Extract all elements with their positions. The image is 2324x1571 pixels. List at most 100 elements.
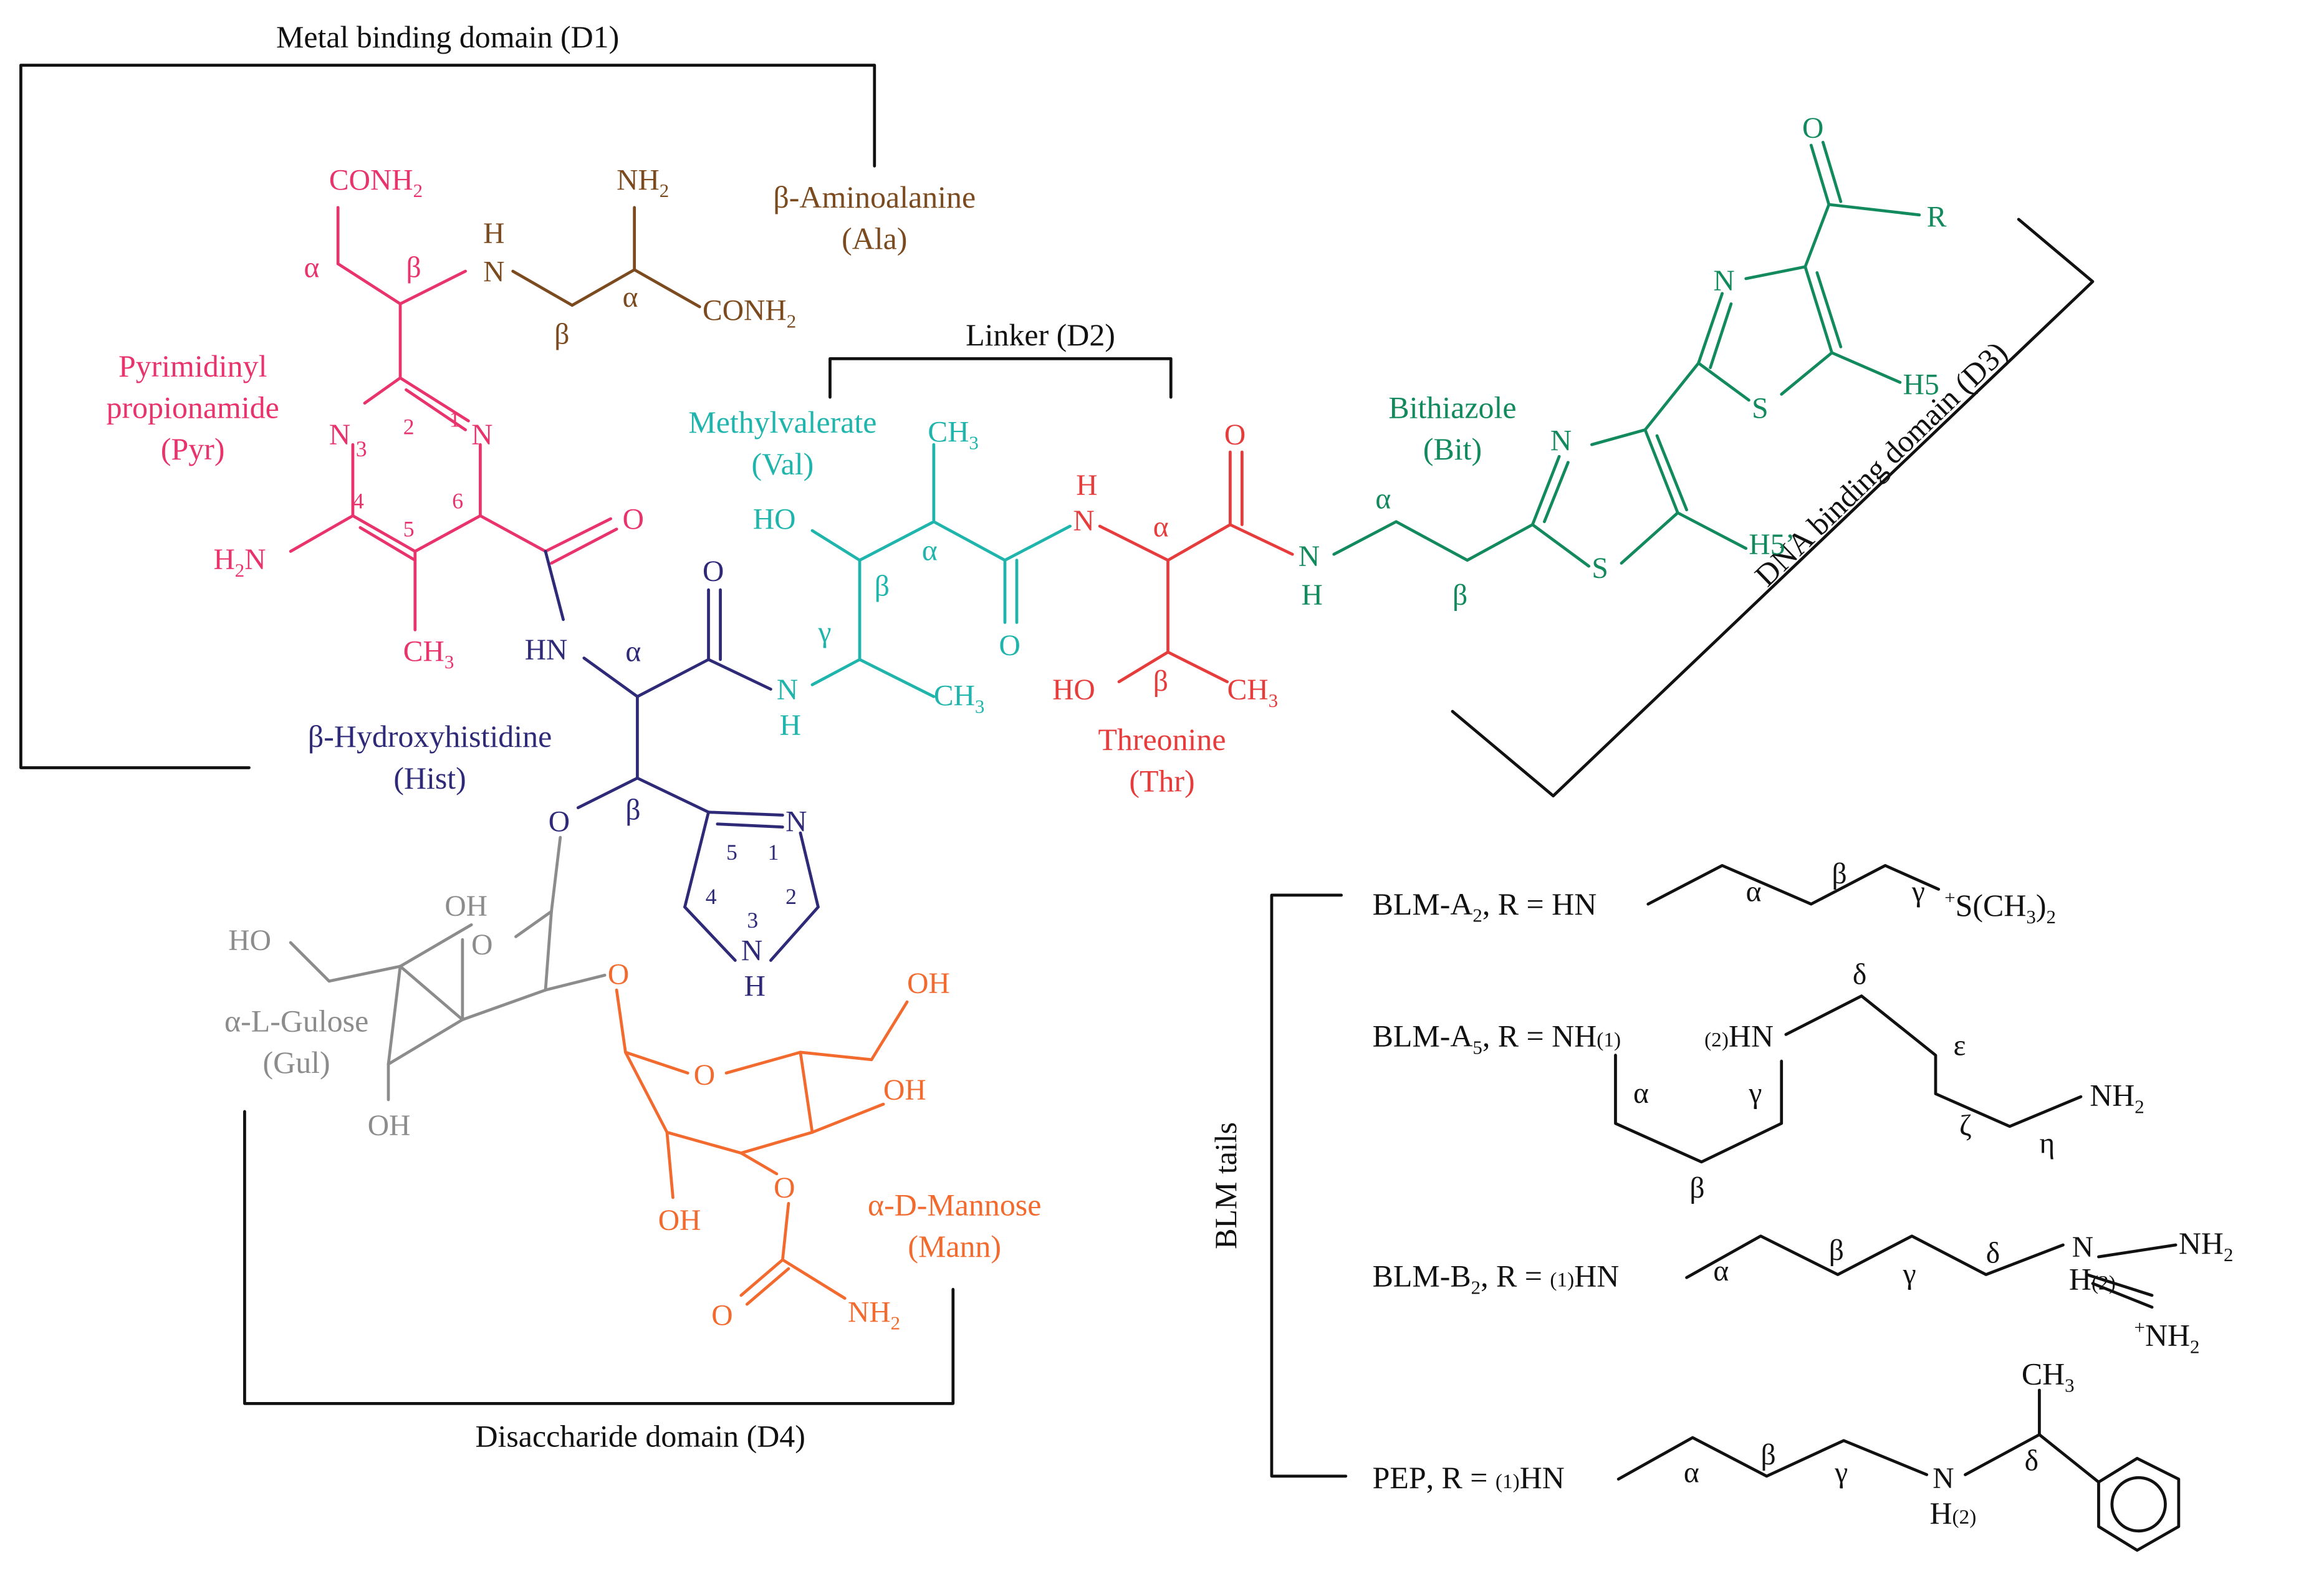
mann-abbr: (Mann) — [908, 1229, 1001, 1264]
bit-n-amide: N — [1299, 540, 1320, 573]
gul-oh-bottom: OH — [368, 1110, 411, 1142]
bit-carbonyl-o: O — [1802, 112, 1823, 145]
mann-oh-bottom: OH — [658, 1204, 701, 1237]
d3-bracket — [1451, 218, 2095, 798]
hist-num2: 2 — [785, 884, 797, 909]
bit-s-ring1: S — [1592, 552, 1608, 585]
tail-a5-alpha: α — [1633, 1077, 1649, 1110]
mann-carbonyl-o: O — [711, 1299, 732, 1332]
thr-carbonyl-o: O — [1224, 419, 1246, 451]
d4-bracket — [243, 1110, 955, 1405]
hist-num3: 3 — [747, 908, 758, 933]
val-beta: β — [875, 570, 890, 603]
thr-n: N — [1073, 505, 1094, 537]
d1-label: Metal binding domain (D1) — [276, 20, 619, 54]
hist-num1: 1 — [768, 840, 779, 865]
bit-beta: β — [1452, 579, 1467, 612]
pyr-carbonyl-o: O — [623, 504, 644, 536]
bit-abbr: (Bit) — [1423, 432, 1482, 466]
bit-h-amide: H — [1301, 579, 1322, 612]
tail-a5-delta: δ — [1853, 959, 1866, 991]
tail-pep-n: N — [1933, 1463, 1954, 1495]
tail-pep-h2: H(2) — [1929, 1496, 1976, 1530]
bit-h5: H5 — [1903, 368, 1939, 401]
val-ch3-bottom: CH3 — [934, 680, 984, 718]
thr-labels: H N O α β HO CH3 Threonine (Thr) — [1052, 419, 1278, 798]
d1-bracket — [19, 64, 876, 769]
pyr-bonds — [289, 206, 618, 632]
hist-labels: HN α O β-Hydroxyhistidine (Hist) β O N 5… — [308, 555, 807, 1003]
ala-n: N — [483, 256, 504, 289]
tail-pep-ch3: CH3 — [2022, 1357, 2075, 1396]
tail-a2-alpha: α — [1746, 875, 1762, 908]
ala-beta: β — [554, 319, 569, 351]
val-name: Methylvalerate — [688, 405, 876, 440]
hist-name: β-Hydroxyhistidine — [308, 719, 552, 754]
tail-labels: BLM-A2, R = HN α β γ +S(CH3)2 BLM-A5, R … — [1373, 858, 2234, 1530]
tail-b2-nh2-bottom: +NH2 — [2134, 1317, 2200, 1358]
mann-name: α-D-Mannose — [868, 1188, 1041, 1222]
tail-pep: PEP, R = (1)HN — [1373, 1461, 1565, 1495]
tail-a5-beta: β — [1689, 1172, 1704, 1204]
mann-nh2: NH2 — [848, 1297, 900, 1334]
tail-pep-gamma: γ — [1834, 1456, 1848, 1489]
thr-bonds — [1098, 450, 1294, 683]
pyr-conh2: CONH2 — [329, 164, 423, 201]
gul-name: α-L-Gulose — [224, 1004, 368, 1039]
bit-name: Bithiazole — [1388, 390, 1516, 425]
ala-alpha: α — [623, 281, 638, 314]
tail-b2-gamma: γ — [1903, 1258, 1916, 1290]
tail-a2-end: +S(CH3)2 — [1944, 886, 2056, 928]
ala-h: H — [483, 218, 504, 250]
mann-ring-o: O — [694, 1059, 715, 1092]
tail-a2-beta: β — [1832, 858, 1847, 890]
bit-n-ring2: N — [1713, 265, 1734, 297]
gul-oh-top: OH — [444, 890, 487, 923]
ala-labels: NH2 H N α β CONH2 β-Aminoalanine (Ala) — [483, 164, 976, 350]
hist-n1: N — [785, 806, 807, 838]
mann-oh-top: OH — [907, 968, 950, 1000]
pyr-n1: N — [471, 419, 492, 451]
ala-abbr: (Ala) — [842, 221, 907, 256]
tail-b2-beta: β — [1829, 1234, 1844, 1267]
val-alpha: α — [922, 535, 938, 567]
glycosidic-o: O — [608, 959, 629, 991]
val-ho: HO — [753, 504, 796, 536]
pyr-num2: 2 — [403, 415, 415, 440]
tail-a5-epsilon: ε — [1954, 1030, 1966, 1062]
tail-pep-beta: β — [1760, 1439, 1775, 1471]
tail-b2-alpha: α — [1713, 1255, 1729, 1287]
bit-labels: N H α β Bithiazole (Bit) N S H5’ N S H5 … — [1299, 112, 1947, 612]
bit-s-ring2: S — [1752, 392, 1768, 425]
tail-a2-gamma: γ — [1911, 875, 1925, 908]
pyr-num3: 3 — [356, 436, 367, 461]
d2-bracket — [828, 357, 1173, 399]
thr-abbr: (Thr) — [1129, 764, 1194, 799]
pyr-num6: 6 — [452, 488, 463, 513]
mann-o: O — [774, 1172, 795, 1204]
mann-labels: OH O OH O OH α-D-Mannose (Mann) O NH2 — [658, 968, 1042, 1334]
gul-abbr: (Gul) — [263, 1045, 330, 1080]
thr-beta: β — [1153, 665, 1168, 698]
val-bonds — [810, 443, 1072, 698]
d4-label: Disaccharide domain (D4) — [475, 1419, 805, 1453]
val-carbonyl-o: O — [999, 630, 1020, 662]
hist-o: O — [549, 806, 570, 838]
tail-a5-eta: η — [2039, 1128, 2055, 1160]
thr-ch3: CH3 — [1227, 674, 1278, 711]
bit-r: R — [1927, 201, 1947, 234]
tail-b2: BLM-B2, R = (1)HN — [1373, 1259, 1620, 1299]
hist-carbonyl-o: O — [703, 555, 724, 588]
val-labels: Methylvalerate (Val) CH3 HO α β γ O N H … — [688, 405, 1020, 742]
thr-h: H — [1076, 469, 1097, 502]
tail-a5-gamma: γ — [1748, 1077, 1762, 1110]
tails-bracket — [1270, 893, 1348, 1478]
tail-b2-n: N — [2072, 1231, 2093, 1264]
hist-h: H — [744, 971, 766, 1003]
pyr-alpha: α — [304, 252, 320, 284]
val-gamma: γ — [817, 616, 831, 648]
hist-num4: 4 — [706, 884, 717, 909]
hist-bonds — [544, 550, 820, 962]
pyr-beta: β — [406, 252, 421, 284]
